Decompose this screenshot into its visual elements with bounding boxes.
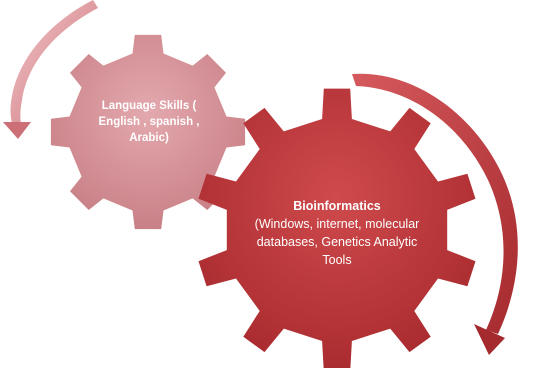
- small-arrow-body: [10, 0, 98, 124]
- large-gear-label: Bioinformatics (Windows, internet, molec…: [254, 197, 420, 269]
- large-gear-title: Bioinformatics: [293, 199, 381, 213]
- large-gear-body: (Windows, internet, molecular databases,…: [254, 217, 420, 267]
- small-arrow-head: [3, 122, 31, 139]
- small-gear-label: Language Skills ( English , spanish , Ar…: [98, 100, 200, 144]
- large-gear: [198, 88, 476, 368]
- small-gear: [50, 34, 246, 230]
- large-arrow-head: [474, 324, 505, 355]
- large-arrow-body: [352, 73, 518, 334]
- large-gear-cycle-arrow: [352, 73, 518, 355]
- small-gear-cycle-arrow: [3, 0, 98, 139]
